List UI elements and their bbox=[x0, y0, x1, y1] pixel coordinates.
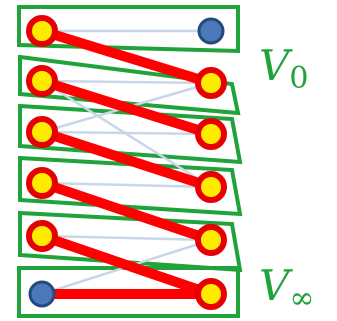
v0-label-subscript: 0 bbox=[289, 61, 308, 96]
v0-label-main: V bbox=[259, 41, 293, 90]
group-1-outline bbox=[17, 5, 240, 54]
left-vertex-2 bbox=[26, 65, 58, 97]
faint-edge-5 bbox=[41, 130, 212, 136]
right-vertex-3 bbox=[195, 118, 227, 150]
group-2-outline bbox=[18, 54, 241, 116]
left-vertex-1 bbox=[26, 15, 58, 47]
faint-edge-6 bbox=[41, 181, 212, 189]
right-vertex-6 bbox=[195, 278, 227, 310]
v0-label: V0 bbox=[259, 41, 308, 96]
matching-edge-2 bbox=[37, 76, 216, 139]
vinf-label-main: V bbox=[259, 261, 293, 310]
matching-edge-5 bbox=[37, 231, 216, 299]
faint-edge-2 bbox=[41, 79, 212, 85]
vertices bbox=[26, 15, 227, 310]
right-vertex-4 bbox=[195, 171, 227, 203]
matching-edge-4 bbox=[37, 178, 216, 245]
faint-edge-8 bbox=[41, 234, 212, 242]
right-vertex-1 bbox=[197, 17, 225, 45]
left-vertex-3 bbox=[26, 116, 58, 148]
matching-edge-1 bbox=[37, 26, 216, 88]
vinf-label-subscript: ∞ bbox=[289, 281, 314, 316]
left-vertex-6 bbox=[28, 280, 56, 308]
vinf-label: V∞ bbox=[259, 261, 314, 316]
left-vertex-4 bbox=[26, 167, 58, 199]
right-vertex-5 bbox=[195, 224, 227, 256]
matching-edges bbox=[37, 26, 216, 299]
left-vertex-5 bbox=[26, 220, 58, 252]
right-vertex-2 bbox=[195, 67, 227, 99]
group-6-outline bbox=[17, 266, 240, 318]
matching-edge-3 bbox=[37, 127, 216, 192]
